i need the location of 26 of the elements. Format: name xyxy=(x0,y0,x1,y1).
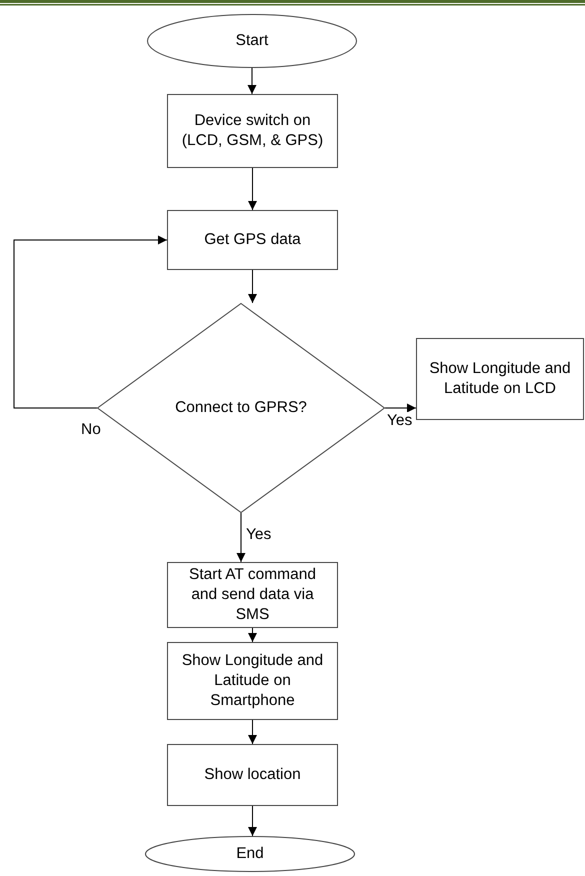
arrow xyxy=(384,404,416,412)
process-box xyxy=(167,210,338,270)
arrow xyxy=(248,168,257,210)
node-text: Start xyxy=(234,30,270,51)
node-text: Get GPS data xyxy=(203,230,302,250)
process-box xyxy=(167,642,338,720)
node-text: Show Longitude and Latitude on LCD xyxy=(428,358,572,399)
process-box xyxy=(167,562,338,628)
terminal-ellipse xyxy=(147,14,357,68)
node-text: Connect to GPRS? xyxy=(174,398,308,418)
node-text: Show location xyxy=(203,764,302,785)
terminal-ellipse xyxy=(145,836,355,872)
arrow xyxy=(248,720,257,744)
arrow xyxy=(248,270,257,304)
node-text: End xyxy=(235,844,265,864)
arrow xyxy=(236,512,246,562)
arrow xyxy=(248,68,256,94)
node-text: Show Longitude and Latitude on Smartphone xyxy=(180,650,324,712)
process-box xyxy=(167,744,338,806)
arrow xyxy=(248,628,257,642)
process-box xyxy=(167,94,338,168)
arrow xyxy=(14,236,168,408)
node-text: Start AT command and send data via SMS xyxy=(188,564,317,626)
node-text: Device switch on (LCD, GSM, & GPS) xyxy=(180,110,324,151)
arrow xyxy=(248,806,257,836)
process-box xyxy=(416,338,584,420)
